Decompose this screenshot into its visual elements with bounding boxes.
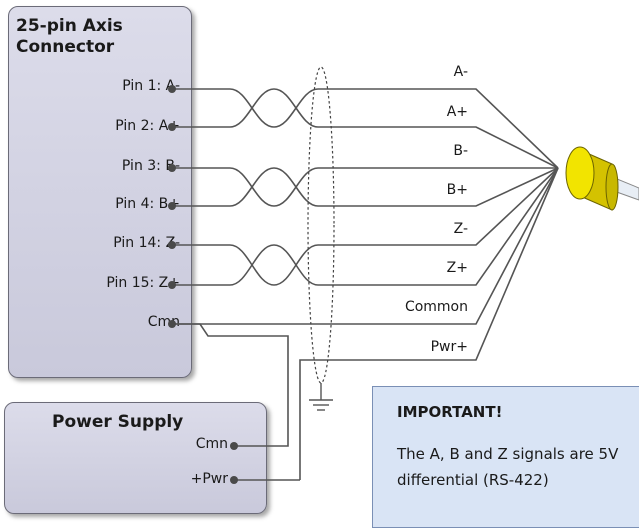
important-note-box (372, 386, 639, 528)
wire-label-common: Common (404, 299, 468, 315)
wire-label-b-plus: B+ (446, 182, 468, 198)
power-supply-box (4, 402, 267, 514)
wire-label-pwr: Pwr+ (430, 339, 468, 355)
wiring-diagram (168, 66, 639, 484)
axis-connector-title: 25-pin Axis Connector (16, 16, 123, 58)
pin-label-b-plus: Pin 4: B+ (115, 196, 180, 212)
wire-cmn-psu (172, 323, 289, 447)
axis-connector-box (8, 6, 192, 378)
cable-shield (307, 66, 335, 384)
encoder-icon (565, 146, 639, 211)
important-note-text: The A, B and Z signals are 5V differenti… (397, 445, 619, 489)
wire-b-plus (172, 167, 559, 207)
pin-label-b-minus: Pin 3: B- (121, 158, 180, 174)
axis-connector-title-line2: Connector (16, 37, 115, 57)
pin-label-a-plus: Pin 2: A+ (115, 118, 180, 134)
axis-connector-title-line1: 25-pin Axis (16, 16, 123, 36)
wire-b-minus (172, 167, 558, 207)
pin-label-z-plus: Pin 15: Z+ (106, 275, 180, 291)
pin-dot-a-plus (168, 123, 176, 131)
power-supply-title: Power Supply (52, 412, 184, 432)
pin-label-z-minus: Pin 14: Z- (113, 235, 180, 251)
psu-dot-pwr (230, 476, 238, 484)
wire-label-z-minus: Z- (453, 221, 468, 237)
psu-dot-cmn (230, 442, 238, 450)
wire-a-minus (172, 88, 559, 169)
pin-dot-cmn (168, 320, 176, 328)
pin-dot-a-minus (168, 85, 176, 93)
wire-z-minus (172, 167, 559, 286)
psu-pwr-label: +Pwr (190, 471, 228, 487)
pin-label-a-minus: Pin 1: A- (122, 78, 180, 94)
wire-common (172, 167, 559, 325)
pin-dot-b-plus (168, 202, 176, 210)
wire-label-b-minus: B- (453, 143, 468, 159)
pin-dot-b-minus (168, 164, 176, 172)
pin-dot-z-minus (168, 241, 176, 249)
wire-a-plus (172, 88, 559, 169)
pin-dot-z-plus (168, 281, 176, 289)
ground-icon (309, 399, 333, 411)
important-note-title: IMPORTANT! (397, 403, 503, 421)
psu-cmn-label: Cmn (195, 436, 228, 452)
wire-z-plus (172, 167, 559, 286)
wire-label-a-minus: A- (453, 64, 468, 80)
wire-pwr (299, 167, 559, 480)
wire-label-a-plus: A+ (446, 104, 468, 120)
wire-label-z-plus: Z+ (446, 260, 468, 276)
